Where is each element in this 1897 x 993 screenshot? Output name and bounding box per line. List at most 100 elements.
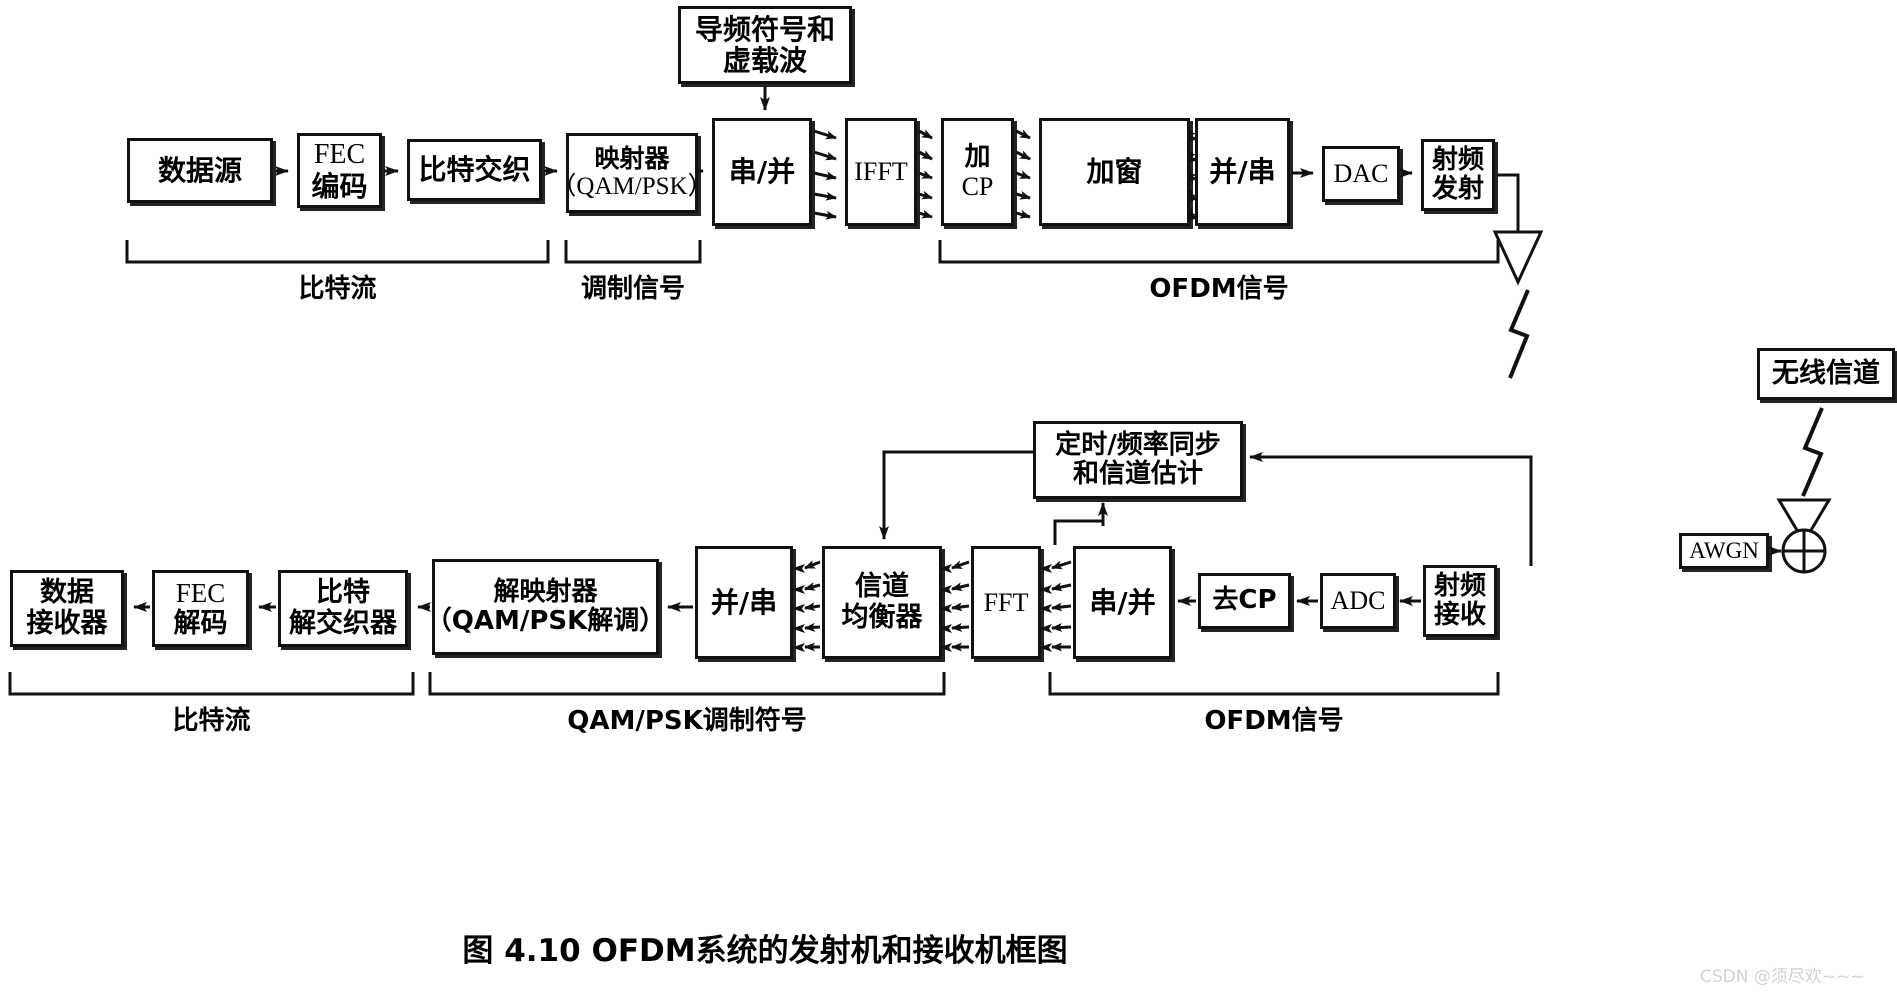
path-rxline-to-sync xyxy=(1260,455,1533,566)
block-channel-equalizer: 信道均衡器 xyxy=(822,546,942,659)
block-pilot-virtual-carrier: 导频符号和虚载波 xyxy=(678,6,852,84)
summing-junction-circle xyxy=(1781,528,1827,574)
block-label-parallel-to-serial-rx: 并/串 xyxy=(710,585,778,619)
block-label-pilot-virtual-carrier-line1: 导频符号和 xyxy=(694,12,835,46)
block-bit-deinterleaver: 比特解交织器 xyxy=(278,570,408,647)
bus-rx-eq-ps-3 xyxy=(804,602,821,612)
block-bit-interleaver: 比特交织 xyxy=(407,139,542,201)
block-adc: ADC xyxy=(1320,573,1396,629)
block-label-fec-decoder-line1: FEC xyxy=(175,578,226,609)
bus-ifft-cp-2 xyxy=(918,150,933,161)
block-label-data-source: 数据源 xyxy=(157,153,242,187)
bracket-label-bitstream-rx: 比特流 xyxy=(172,706,251,736)
block-label-bit-interleaver: 比特交织 xyxy=(418,153,531,187)
block-label-data-sink-line2: 接收器 xyxy=(26,607,108,639)
block-demapper: 解映射器（QAM/PSK解调） xyxy=(426,559,665,655)
figure-caption: 图 4.10 OFDM系统的发射机和接收机框图 xyxy=(462,933,1068,969)
bus-rx-sp-fft-3 xyxy=(1051,602,1072,612)
bracket-modulated-tx xyxy=(564,240,702,264)
bracket-qampsk-rx xyxy=(428,672,946,696)
block-serial-to-parallel-tx: 串/并 xyxy=(712,118,812,226)
bus-rx-fft-eq-2 xyxy=(951,582,970,592)
bus-cp-win-5 xyxy=(1015,209,1031,219)
bus-cp-win-4 xyxy=(1015,190,1031,200)
bus-cp-win-2 xyxy=(1015,150,1031,161)
tx-antenna-triangle xyxy=(1492,230,1544,286)
bus-rx-fft-eq-3 xyxy=(951,602,970,612)
rx-antenna-triangle xyxy=(1776,498,1832,545)
block-wireless-channel: 无线信道 xyxy=(1757,348,1895,400)
block-label-fec-encoder-line1: FEC xyxy=(313,139,366,171)
block-label-demapper-line1: 解映射器 xyxy=(493,576,598,607)
block-label-add-cp-line2: CP xyxy=(961,172,994,201)
block-timing-freq-sync-channel-est: 定时/频率同步和信道估计 xyxy=(1033,421,1243,499)
bus-rx-sp-fft-1 xyxy=(1051,560,1072,570)
bracket-bitstream-tx xyxy=(125,240,550,264)
block-label-wireless-channel: 无线信道 xyxy=(1772,357,1880,389)
block-label-fec-encoder-line2: 编码 xyxy=(311,169,368,203)
bracket-label-qam-psk-symbols: QAM/PSK调制符号 xyxy=(567,706,807,736)
block-label-mapper-line2: （QAM/PSK） xyxy=(551,173,713,200)
block-serial-to-parallel-rx: 串/并 xyxy=(1073,546,1172,659)
bracket-label-ofdm-signal-rx: OFDM信号 xyxy=(1204,706,1344,736)
block-label-mapper-line1: 映射器 xyxy=(594,144,670,173)
block-label-data-sink-line1: 数据 xyxy=(40,577,94,609)
block-mapper: 映射器（QAM/PSK） xyxy=(551,133,713,213)
block-label-rf-transmit-line1: 射频 xyxy=(1431,144,1484,175)
block-rf-transmit: 射频发射 xyxy=(1421,139,1495,211)
bracket-label-modulated-signal-tx: 调制信号 xyxy=(580,274,685,304)
block-label-timing-freq-sync-channel-est-line1: 定时/频率同步 xyxy=(1055,429,1221,460)
bus-rx-fft-eq-4 xyxy=(951,622,970,632)
block-label-bit-deinterleaver-line1: 比特 xyxy=(316,577,370,609)
lightning-bolt-tx xyxy=(1508,289,1530,379)
bus-ifft-cp-5 xyxy=(918,209,933,219)
bus-ifft-cp-3 xyxy=(918,170,933,180)
path-fft-to-sync-up xyxy=(1053,508,1105,545)
block-data-sink: 数据接收器 xyxy=(10,570,124,647)
block-label-rf-receive-line2: 接收 xyxy=(1433,600,1486,630)
bus-ifft-cp-1 xyxy=(918,129,933,140)
bus-rx-eq-ps-2 xyxy=(804,582,821,591)
block-label-remove-cp: 去CP xyxy=(1212,585,1277,616)
block-fft: FFT xyxy=(971,546,1041,659)
block-label-serial-to-parallel-rx: 串/并 xyxy=(1089,585,1156,619)
block-label-timing-freq-sync-channel-est-line2: 和信道估计 xyxy=(1072,459,1203,489)
block-label-fft: FFT xyxy=(983,587,1029,617)
block-dac: DAC xyxy=(1322,146,1400,202)
block-label-pilot-virtual-carrier-line2: 虚载波 xyxy=(722,44,807,77)
block-label-bit-deinterleaver-line2: 解交织器 xyxy=(289,607,397,639)
block-label-rf-receive-line1: 射频 xyxy=(1433,570,1486,601)
block-label-rf-transmit-line2: 发射 xyxy=(1431,174,1484,204)
block-data-source: 数据源 xyxy=(127,138,273,203)
block-label-awgn: AWGN xyxy=(1689,538,1759,564)
block-label-channel-equalizer-line1: 信道 xyxy=(855,571,909,603)
bus-rx-eq-ps-4 xyxy=(804,622,821,632)
block-parallel-to-serial-rx: 并/串 xyxy=(695,546,793,659)
bus-sp-ifft-3 xyxy=(813,171,837,181)
block-label-add-cp-line1: 加 xyxy=(964,141,991,172)
bus-ifft-cp-4 xyxy=(918,190,933,200)
csdn-watermark: CSDN @须尽欢~~~ xyxy=(1700,967,1865,987)
block-label-parallel-to-serial-tx: 并/串 xyxy=(1209,155,1276,189)
block-label-channel-equalizer-line2: 均衡器 xyxy=(841,601,923,633)
bus-rx-sp-fft-2 xyxy=(1051,582,1072,592)
bracket-label-ofdm-signal-tx: OFDM信号 xyxy=(1149,274,1289,304)
bus-rx-fft-eq-1 xyxy=(951,560,970,570)
block-ifft: IFFT xyxy=(845,118,917,226)
path-sync-to-equalizer xyxy=(882,450,1033,530)
block-parallel-to-serial-tx: 并/串 xyxy=(1195,118,1290,226)
block-label-serial-to-parallel-tx: 串/并 xyxy=(728,155,796,189)
bus-sp-ifft-2 xyxy=(813,150,837,161)
block-label-adc: ADC xyxy=(1330,586,1386,616)
block-windowing: 加窗 xyxy=(1039,118,1190,226)
bus-cp-win-1 xyxy=(1015,129,1031,140)
block-label-windowing: 加窗 xyxy=(1086,155,1143,189)
bracket-label-bitstream-tx: 比特流 xyxy=(298,274,377,304)
block-remove-cp: 去CP xyxy=(1198,573,1291,629)
rftx-to-antenna-line xyxy=(1497,173,1520,232)
lightning-bolt-rx xyxy=(1801,407,1824,497)
